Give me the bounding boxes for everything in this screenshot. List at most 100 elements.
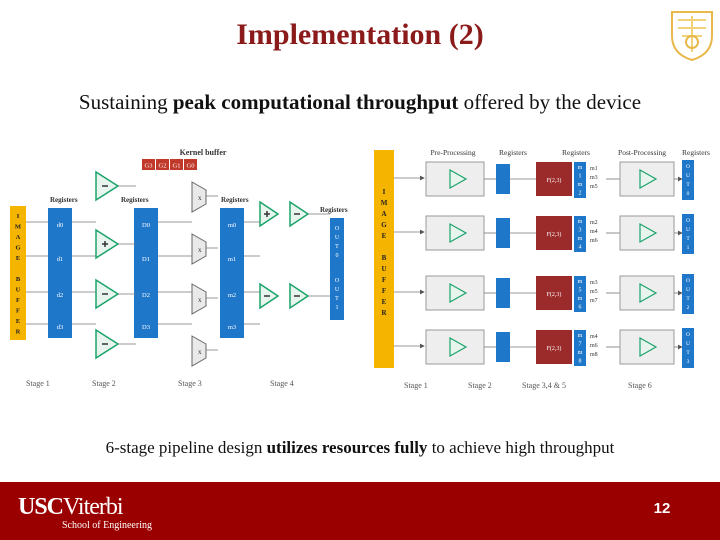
image-buffer-letter: G (15, 245, 20, 252)
m-register (220, 216, 244, 232)
image-buffer-letter: F (16, 308, 20, 315)
m-register-letter: 7 (579, 342, 582, 348)
right-registers-label-3: Registers (682, 148, 710, 157)
svg-text:x: x (198, 296, 202, 304)
m-register-letter: 6 (579, 305, 582, 311)
m-group-label: m3 (590, 280, 598, 286)
D-register (134, 216, 158, 232)
adder-triangle (449, 336, 468, 358)
m-register (574, 216, 586, 252)
m-register-letter: 4 (579, 245, 582, 251)
m-register (574, 276, 586, 312)
winograd-label: F(2,3) (547, 231, 562, 238)
out-letter: 1 (336, 305, 339, 311)
adder-triangle (639, 222, 658, 244)
m-group-label: m5 (590, 184, 598, 190)
winograd-block (536, 216, 572, 250)
image-buffer-letter: A (16, 234, 21, 241)
m-register-label: m3 (228, 324, 236, 331)
multiplier-block (191, 181, 207, 213)
multiplier-block (191, 233, 207, 265)
m-register (220, 250, 244, 266)
out-register (682, 274, 694, 314)
d-register (48, 318, 72, 334)
out-register (682, 328, 694, 368)
out-letter: T (686, 350, 690, 356)
out-letter: 3 (687, 359, 690, 365)
m-register-letter: 2 (579, 191, 582, 197)
svg-text:x: x (198, 194, 202, 202)
D-register-label: D3 (142, 324, 150, 331)
m-register (220, 318, 244, 334)
out-letter: 0 (336, 253, 339, 259)
out-letter: 1 (687, 245, 690, 251)
winograd-block (536, 276, 572, 310)
kernel-cell-label: G1 (173, 163, 181, 170)
out-letter: T (686, 182, 690, 188)
out-register (330, 218, 344, 320)
m-register-label: m2 (228, 292, 236, 299)
out-letter: T (686, 236, 690, 242)
m-group-label: m4 (590, 229, 598, 235)
stage-label: Stage 1 (26, 379, 50, 388)
out-letter: O (686, 218, 690, 224)
image-buffer-letter: M (381, 199, 388, 207)
post-processing-block (619, 329, 675, 365)
m-register-letter: m (578, 350, 583, 356)
kernel-cell-label: G2 (159, 163, 167, 170)
d-register (48, 250, 72, 266)
adder-triangle (639, 336, 658, 358)
D-register-label: D0 (142, 222, 150, 229)
m-register-letter: m (578, 333, 583, 339)
m-register-letter: m (578, 182, 583, 188)
stage-label: Stage 4 (270, 379, 294, 388)
out-letter: U (686, 173, 690, 179)
register-block (496, 332, 510, 362)
winograd-label: F(2,3) (547, 291, 562, 298)
d-register (48, 216, 72, 232)
out-letter: U (686, 227, 690, 233)
stage-label: Stage 3 (178, 379, 202, 388)
image-buffer-letter: A (381, 210, 386, 218)
m-group-label: m4 (590, 334, 598, 340)
winograd-label: F(2,3) (547, 177, 562, 184)
out-letter: T (335, 296, 339, 302)
m-register-letter: 3 (579, 228, 582, 234)
kernel-cell-label: G0 (187, 163, 195, 170)
left-registers-label-3: Registers (221, 196, 249, 204)
m-group-label: m3 (590, 175, 598, 181)
m-register (574, 330, 586, 366)
adder-triangle (449, 168, 468, 190)
m-register (574, 162, 586, 198)
out-register (682, 160, 694, 200)
out-letter: 0 (687, 191, 690, 197)
adder-triangle (639, 282, 658, 304)
stage-label: Stage 2 (468, 381, 492, 390)
post-processing-label: Post-Processing (618, 148, 666, 157)
slide-title: Implementation (2) (236, 18, 484, 51)
out-letter: U (686, 287, 690, 293)
kernel-cell (156, 159, 169, 170)
d-register-label: d0 (57, 222, 64, 229)
m-group-label: m8 (590, 352, 598, 358)
kernel-cell (184, 159, 197, 170)
usc-seal-icon (671, 11, 713, 62)
out-letter: U (335, 287, 340, 293)
m-group-label: m1 (590, 166, 598, 172)
page-number: 12 (653, 500, 671, 517)
winograd-block (536, 330, 572, 364)
pre-processing-label: Pre-Processing (431, 148, 476, 157)
kernel-cell (170, 159, 183, 170)
out-letter: O (335, 226, 340, 232)
right-registers-label-2: Registers (562, 148, 590, 157)
out-letter: 2 (687, 305, 690, 311)
kernel-cell (142, 159, 155, 170)
D-register (134, 286, 158, 302)
logo-subtitle: School of Engineering (62, 520, 152, 531)
d-register-label: d2 (57, 292, 64, 299)
m-register-label: m0 (228, 222, 236, 229)
